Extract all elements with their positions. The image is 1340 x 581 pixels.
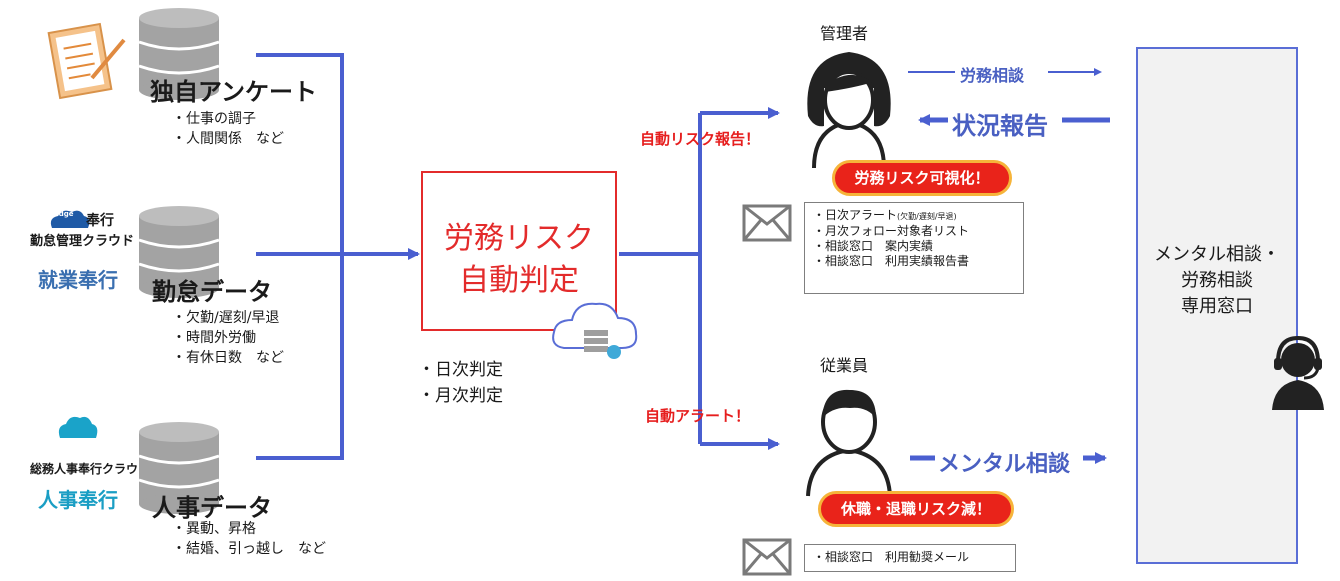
desk-line: 労務相談 bbox=[1181, 270, 1253, 291]
logo-shugyo-bugyo: 就業奉行 bbox=[38, 268, 118, 292]
logo-edge-text: Edge bbox=[54, 210, 74, 218]
source-item: ・時間外労働 bbox=[172, 330, 256, 346]
notice-item: ・月次フォロー対象者リスト bbox=[813, 224, 970, 238]
notice-item-sub: (欠勤/遅刻/早退) bbox=[897, 212, 957, 221]
source-item: ・有休日数 など bbox=[172, 350, 284, 366]
dedicated-consult-desk: メンタル相談・ 労務相談 専用窓口 bbox=[1136, 47, 1298, 564]
operator-headset-icon bbox=[1272, 335, 1324, 410]
notice-item: ・相談窓口 利用勧奨メール bbox=[813, 550, 970, 564]
employee-notice-list: ・相談窓口 利用勧奨メール bbox=[804, 544, 1016, 572]
source-item: ・仕事の調子 bbox=[172, 111, 256, 127]
center-title-line2: 自動判定 bbox=[459, 263, 579, 298]
desk-line: 専用窓口 bbox=[1181, 296, 1253, 317]
auto-alert-label: 自動アラート！ bbox=[645, 407, 751, 425]
logo-product-name: 勤怠管理クラウド bbox=[30, 234, 135, 249]
cloud-logo-icon-hr bbox=[58, 416, 98, 438]
source-title-attendance: 勤怠データ bbox=[152, 278, 272, 306]
employee-badge: 休職・退職リスク減！ bbox=[818, 491, 1014, 527]
logo-product-name-hr: 総務人事奉行クラウド bbox=[30, 462, 151, 476]
manager-notice-list: ・日次アラート(欠勤/遅刻/早退) ・月次フォロー対象者リスト ・相談窓口 案内… bbox=[804, 202, 1024, 294]
auto-risk-report-label: 自動リスク報告！ bbox=[640, 130, 761, 148]
manager-label: 管理者 bbox=[820, 24, 869, 43]
source-item: ・結婚、引っ越し など bbox=[172, 541, 326, 557]
notice-item: ・相談窓口 案内実績 bbox=[813, 239, 934, 253]
employee-label: 従業員 bbox=[820, 356, 869, 375]
notice-item: ・日次アラート bbox=[813, 208, 898, 222]
cloud-logo-icon bbox=[50, 210, 90, 228]
logo-bugyo-text: 奉行 bbox=[86, 213, 114, 229]
mail-icon bbox=[742, 538, 792, 576]
center-title-line1: 労務リスク bbox=[444, 221, 594, 256]
source-item: ・人間関係 など bbox=[172, 131, 284, 147]
database-icon-hr bbox=[138, 422, 220, 514]
source-item: ・異動、昇格 bbox=[172, 521, 256, 537]
desk-line: メンタル相談・ bbox=[1154, 244, 1280, 265]
database-icon-survey bbox=[138, 8, 220, 100]
source-title-hr: 人事データ bbox=[152, 494, 272, 522]
logo-jinji-bugyo: 人事奉行 bbox=[38, 488, 118, 512]
survey-clipboard-icon bbox=[47, 22, 126, 100]
mail-icon bbox=[742, 204, 792, 242]
source-item: ・欠勤/遅刻/早退 bbox=[172, 310, 280, 326]
database-icon-attendance bbox=[138, 206, 220, 298]
employee-person-icon bbox=[806, 389, 892, 497]
manager-person-icon bbox=[807, 52, 891, 169]
manager-badge: 労務リスク可視化！ bbox=[832, 160, 1012, 196]
source-title-survey: 独自アンケート bbox=[150, 78, 318, 106]
flow-label-labor-consult: 労務相談 bbox=[960, 66, 1025, 85]
flow-label-status-report: 状況報告 bbox=[952, 112, 1048, 140]
judgment-monthly: ・月次判定 bbox=[418, 386, 503, 406]
judgment-daily: ・日次判定 bbox=[418, 360, 503, 380]
cloud-server-icon bbox=[552, 302, 638, 359]
notice-item: ・相談窓口 利用実績報告書 bbox=[813, 254, 970, 268]
flow-label-mental-consult: メンタル相談 bbox=[938, 452, 1071, 477]
